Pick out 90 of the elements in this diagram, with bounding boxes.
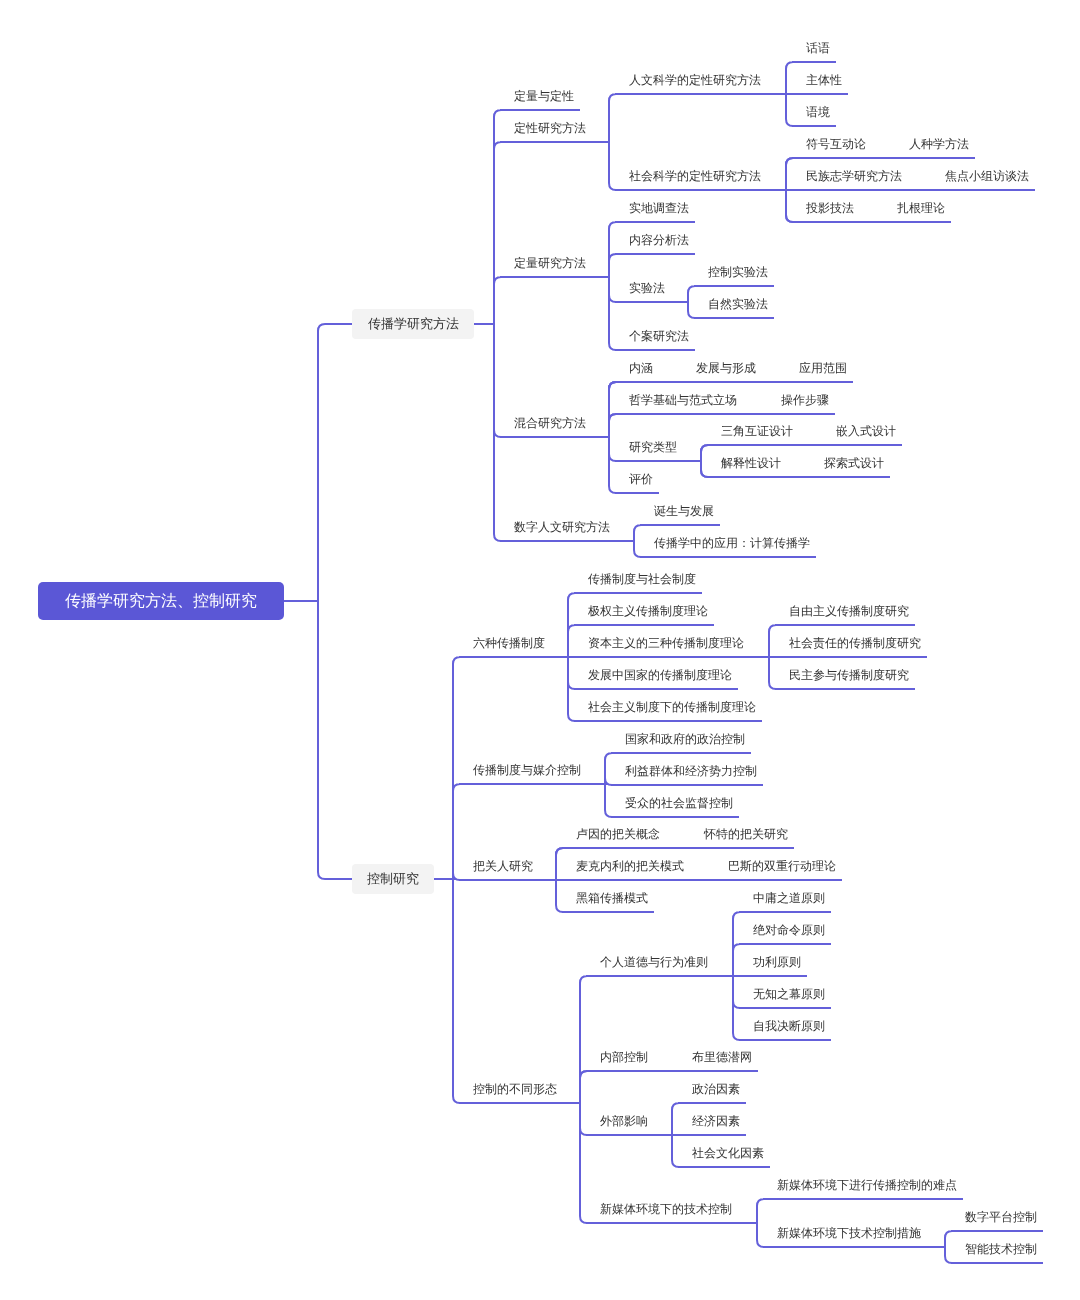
underlined-topic: 受众的社会监督控制 (611, 793, 739, 818)
underlined-topic: 六种传播制度 (459, 633, 551, 658)
underlined-topic: 社会主义制度下的传播制度理论 (574, 697, 762, 722)
underlined-topic: 利益群体和经济势力控制 (611, 761, 763, 786)
underlined-topic: 自由主义传播制度研究 (775, 601, 915, 626)
underlined-topic: 焦点小组访谈法 (931, 166, 1035, 191)
underlined-topic: 人种学方法 (895, 134, 975, 159)
main-topic-box: 传播学研究方法 (352, 309, 474, 339)
branch-line (766, 93, 794, 127)
underlined-topic: 控制的不同形态 (459, 1079, 563, 1104)
underlined-topic: 混合研究方法 (500, 413, 592, 438)
branch-line (283, 600, 353, 880)
branch-line (433, 878, 461, 1104)
underlined-topic: 卢因的把关概念 (562, 824, 666, 849)
underlined-topic: 个人道德与行为准则 (586, 952, 714, 977)
underlined-topic: 定量研究方法 (500, 253, 592, 278)
underlined-topic: 哲学基础与范式立场 (615, 390, 743, 415)
underlined-topic: 传播制度与社会制度 (574, 569, 702, 594)
underlined-topic: 新媒体环境下技术控制措施 (763, 1223, 927, 1248)
underlined-topic: 投影技法 (792, 198, 860, 223)
underlined-topic: 人文科学的定性研究方法 (615, 70, 767, 95)
underlined-topic: 实地调查法 (615, 198, 695, 223)
underlined-topic: 政治因素 (678, 1079, 746, 1104)
branch-line (538, 879, 564, 913)
underlined-topic: 社会责任的传播制度研究 (775, 633, 927, 658)
underlined-topic: 极权主义传播制度理论 (574, 601, 714, 626)
underlined-topic: 内部控制 (586, 1047, 654, 1072)
underlined-topic: 社会科学的定性研究方法 (615, 166, 767, 191)
main-topic-box: 控制研究 (352, 864, 434, 894)
underlined-topic: 主体性 (792, 70, 848, 95)
underlined-topic: 黑箱传播模式 (562, 888, 654, 913)
branch-line (653, 1134, 680, 1168)
underlined-topic: 定量与定性 (500, 86, 580, 111)
underlined-topic: 研究类型 (615, 437, 683, 462)
underlined-topic: 发展中国家的传播制度理论 (574, 665, 738, 690)
underlined-topic: 传播学中的应用：计算传播学 (640, 533, 816, 558)
underlined-topic: 定性研究方法 (500, 118, 592, 143)
underlined-topic: 怀特的把关研究 (690, 824, 794, 849)
underlined-topic: 传播制度与媒介控制 (459, 760, 587, 785)
underlined-topic: 解释性设计 (707, 453, 787, 478)
underlined-topic: 评价 (615, 469, 659, 494)
underlined-topic: 布里德潜网 (678, 1047, 758, 1072)
underlined-topic: 应用范围 (785, 358, 853, 383)
underlined-topic: 智能技术控制 (951, 1239, 1043, 1264)
underlined-topic: 无知之幕原则 (739, 984, 831, 1009)
underlined-topic: 民主参与传播制度研究 (775, 665, 915, 690)
branch-line (713, 975, 741, 1041)
underlined-topic: 自然实验法 (694, 294, 774, 319)
branch-line (591, 436, 617, 494)
underlined-topic: 内涵 (615, 358, 659, 383)
branch-line (586, 783, 613, 818)
underlined-topic: 资本主义的三种传播制度理论 (574, 633, 750, 658)
underlined-topic: 绝对命令原则 (739, 920, 831, 945)
branch-line (926, 1246, 953, 1264)
underlined-topic: 麦克内利的把关模式 (562, 856, 690, 881)
underlined-topic: 民族志学研究方法 (792, 166, 908, 191)
underlined-topic: 中庸之道原则 (739, 888, 831, 913)
branch-line (749, 656, 777, 690)
underlined-topic: 三角互证设计 (707, 421, 799, 446)
underlined-topic: 经济因素 (678, 1111, 746, 1136)
underlined-topic: 新媒体环境下的技术控制 (586, 1199, 738, 1224)
underlined-topic: 外部影响 (586, 1111, 654, 1136)
underlined-topic: 自我决断原则 (739, 1016, 831, 1041)
underlined-topic: 内容分析法 (615, 230, 695, 255)
branch-line (766, 189, 884, 223)
central-topic-box: 传播学研究方法、控制研究 (38, 582, 284, 620)
underlined-topic: 扎根理论 (883, 198, 951, 223)
underlined-topic: 实验法 (615, 278, 671, 303)
underlined-topic: 嵌入式设计 (822, 421, 902, 446)
underlined-topic: 巴斯的双重行动理论 (714, 856, 842, 881)
underlined-topic: 诞生与发展 (640, 501, 720, 526)
underlined-topic: 社会文化因素 (678, 1143, 770, 1168)
underlined-topic: 符号互动论 (792, 134, 872, 159)
branch-line (591, 141, 617, 191)
underlined-topic: 探索式设计 (810, 453, 890, 478)
branch-line (615, 540, 642, 558)
underlined-topic: 个案研究法 (615, 326, 695, 351)
underlined-topic: 数字平台控制 (951, 1207, 1043, 1232)
underlined-topic: 数字人文研究方法 (500, 517, 616, 542)
underlined-topic: 话语 (792, 38, 836, 63)
underlined-topic: 发展与形成 (682, 358, 762, 383)
underlined-topic: 控制实验法 (694, 262, 774, 287)
underlined-topic: 操作步骤 (767, 390, 835, 415)
branch-line (682, 460, 811, 478)
underlined-topic: 国家和政府的政治控制 (611, 729, 751, 754)
underlined-topic: 功利原则 (739, 952, 807, 977)
underlined-topic: 把关人研究 (459, 856, 539, 881)
branch-line (670, 301, 696, 319)
underlined-topic: 新媒体环境下进行传播控制的难点 (763, 1175, 963, 1200)
underlined-topic: 语境 (792, 102, 836, 127)
